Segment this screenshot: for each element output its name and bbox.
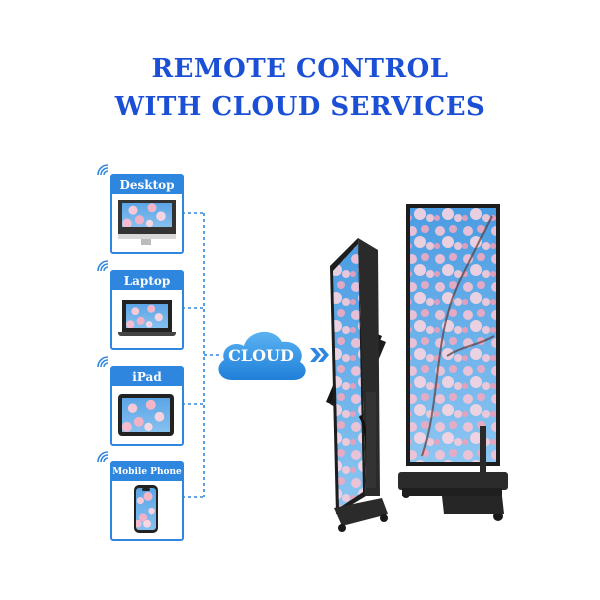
device-card-label: Laptop — [112, 272, 182, 290]
device-card-ipad[interactable]: iPad — [110, 366, 184, 446]
wifi-icon — [97, 356, 109, 368]
device-card-label: Mobile Phone — [112, 463, 182, 481]
double-chevron-right-icon — [310, 348, 329, 362]
device-card-label: iPad — [112, 368, 182, 386]
cloud-label: CLOUD — [228, 346, 294, 365]
device-card-label: Desktop — [112, 176, 182, 194]
headline-line-2: WITH CLOUD SERVICES — [114, 92, 486, 122]
device-card-mobile-phone[interactable]: Mobile Phone — [110, 461, 184, 541]
wifi-icon — [97, 164, 109, 176]
led-poster-display-illustration — [326, 204, 508, 532]
smartphone-icon — [134, 485, 158, 533]
device-card-desktop[interactable]: Desktop — [110, 174, 184, 254]
wifi-icon — [97, 451, 109, 463]
wifi-icon — [97, 260, 109, 272]
cloud-icon — [218, 331, 306, 380]
headline-line-1: REMOTE CONTROL — [151, 54, 449, 84]
desktop-monitor-icon — [118, 200, 176, 245]
device-card-laptop[interactable]: Laptop — [110, 270, 184, 350]
laptop-icon — [118, 300, 176, 336]
tablet-icon — [118, 394, 174, 436]
